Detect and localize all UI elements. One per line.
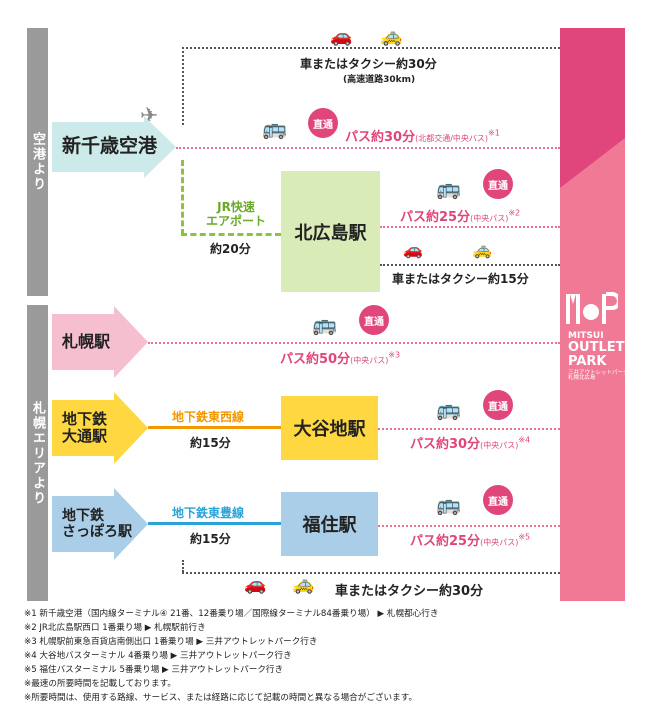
taxi-kita-label: 車またはタクシー約15分 [392,272,529,286]
logo-text: MITSUI OUTLET PARK 三井アウトレットパーク 札幌北広島 [568,331,629,382]
bus-icon: 🚌 [312,312,337,336]
new-chitose-arrow-shape [52,116,176,178]
direct-badge: 直通 [483,169,513,199]
taxi-top-sub: (高速道路30km) [343,75,416,85]
route-bus-kita [380,226,560,228]
bus-icon: 🚌 [436,176,461,200]
car-icon: 🚗 [403,240,423,259]
car-icon: 🚗 [244,574,267,595]
footnote-fastest: ※最速の所要時間を記載しております。 [24,679,176,689]
taxi-icon: 🚕 [380,26,403,47]
section-label-sapporo: 札幌エリアより [27,305,48,601]
route-taxi-bottom [182,572,560,574]
toho-time: 約15分 [190,532,231,546]
bus-icon: 🚌 [436,492,461,516]
direct-badge: 直通 [483,390,513,420]
footnote-5: ※5 福住バスターミナル 5番乗り場 ▶ 三井アウトレットパーク行き [24,665,284,675]
route-tozai [148,426,281,429]
origin-new-chitose: 新千歳空港 [62,135,158,158]
route-bus-sapporo [148,342,560,344]
origin-sapporo-subway: 地下鉄さっぽろ駅 [62,507,132,540]
route-taxi-bottom-vertical [182,560,184,572]
route-taxi-kita [380,264,560,266]
route-toho [148,522,281,525]
taxi-top-label: 車またはタクシー約30分 [300,57,437,71]
direct-badge: 直通 [308,108,338,138]
tozai-label: 地下鉄東西線 [172,410,245,424]
toho-label: 地下鉄東豊線 [172,506,245,520]
route-taxi-top [182,47,560,49]
direct-badge: 直通 [359,305,389,335]
hub-fukuzumi: 福住駅 [281,492,378,556]
origin-sapporo-station: 札幌駅 [62,331,111,351]
tozai-time: 約15分 [190,436,231,450]
sapporo-arrow-shape [52,306,148,378]
taxi-bottom-label: 車またはタクシー約30分 [335,584,484,599]
direct-badge: 直通 [483,485,513,515]
route-bus-fukuzumi [378,525,560,527]
sapporo-subway-arrow-shape [52,488,148,560]
origin-odori: 地下鉄大通駅 [62,409,108,445]
jr-time: 約20分 [210,242,251,256]
bus-oyachi-label: パス約30分(中央パス)※4 [410,435,531,452]
footnote-2: ※2 JR北広島駅西口 1番乗り場 ▶ 札幌駅前行き [24,623,206,633]
bus-kita-label: パス約25分(中央パス)※2 [400,208,521,225]
bus-sapporo-label: パス約50分(中央パス)※3 [280,350,401,367]
section-label-airport: 空港より [27,28,48,296]
bus-icon: 🚌 [436,397,461,421]
bus-fukuzumi-label: パス約25分(中央パス)※5 [410,532,531,549]
footnote-1: ※1 新千歳空港（国内線ターミナル④ 21番、12番乗り場／国際線ターミナル84… [24,609,439,619]
route-bus-airport [176,147,560,149]
odori-arrow-shape [52,392,148,464]
route-taxi-top-vertical [182,47,184,125]
bus-icon: 🚌 [262,116,287,140]
footnote-disclaimer: ※所要時間は、使用する路線、サービス、または経路に応じて記載の時間と異なる場合が… [24,693,418,703]
taxi-icon: 🚕 [472,240,492,259]
car-icon: 🚗 [330,26,353,47]
hub-oyachi: 大谷地駅 [281,396,378,460]
mop-logo-icon [566,292,618,324]
hub-kitahiroshima: 北広島駅 [281,171,380,292]
bus-airport-label: パス約30分(北都交通/中央バス)※1 [345,128,500,145]
footnote-3: ※3 札幌駅前東急百貨店南側出口 1番乗り場 ▶ 三井アウトレットパーク行き [24,637,318,647]
route-bus-oyachi [378,428,560,430]
route-jr [181,233,281,236]
taxi-icon: 🚕 [292,574,315,595]
footnote-4: ※4 大谷地バスターミナル 4番乗り場 ▶ 三井アウトレットパーク行き [24,651,292,661]
route-jr-vertical [181,160,184,235]
jr-label: JR快速エアポート [206,200,267,229]
